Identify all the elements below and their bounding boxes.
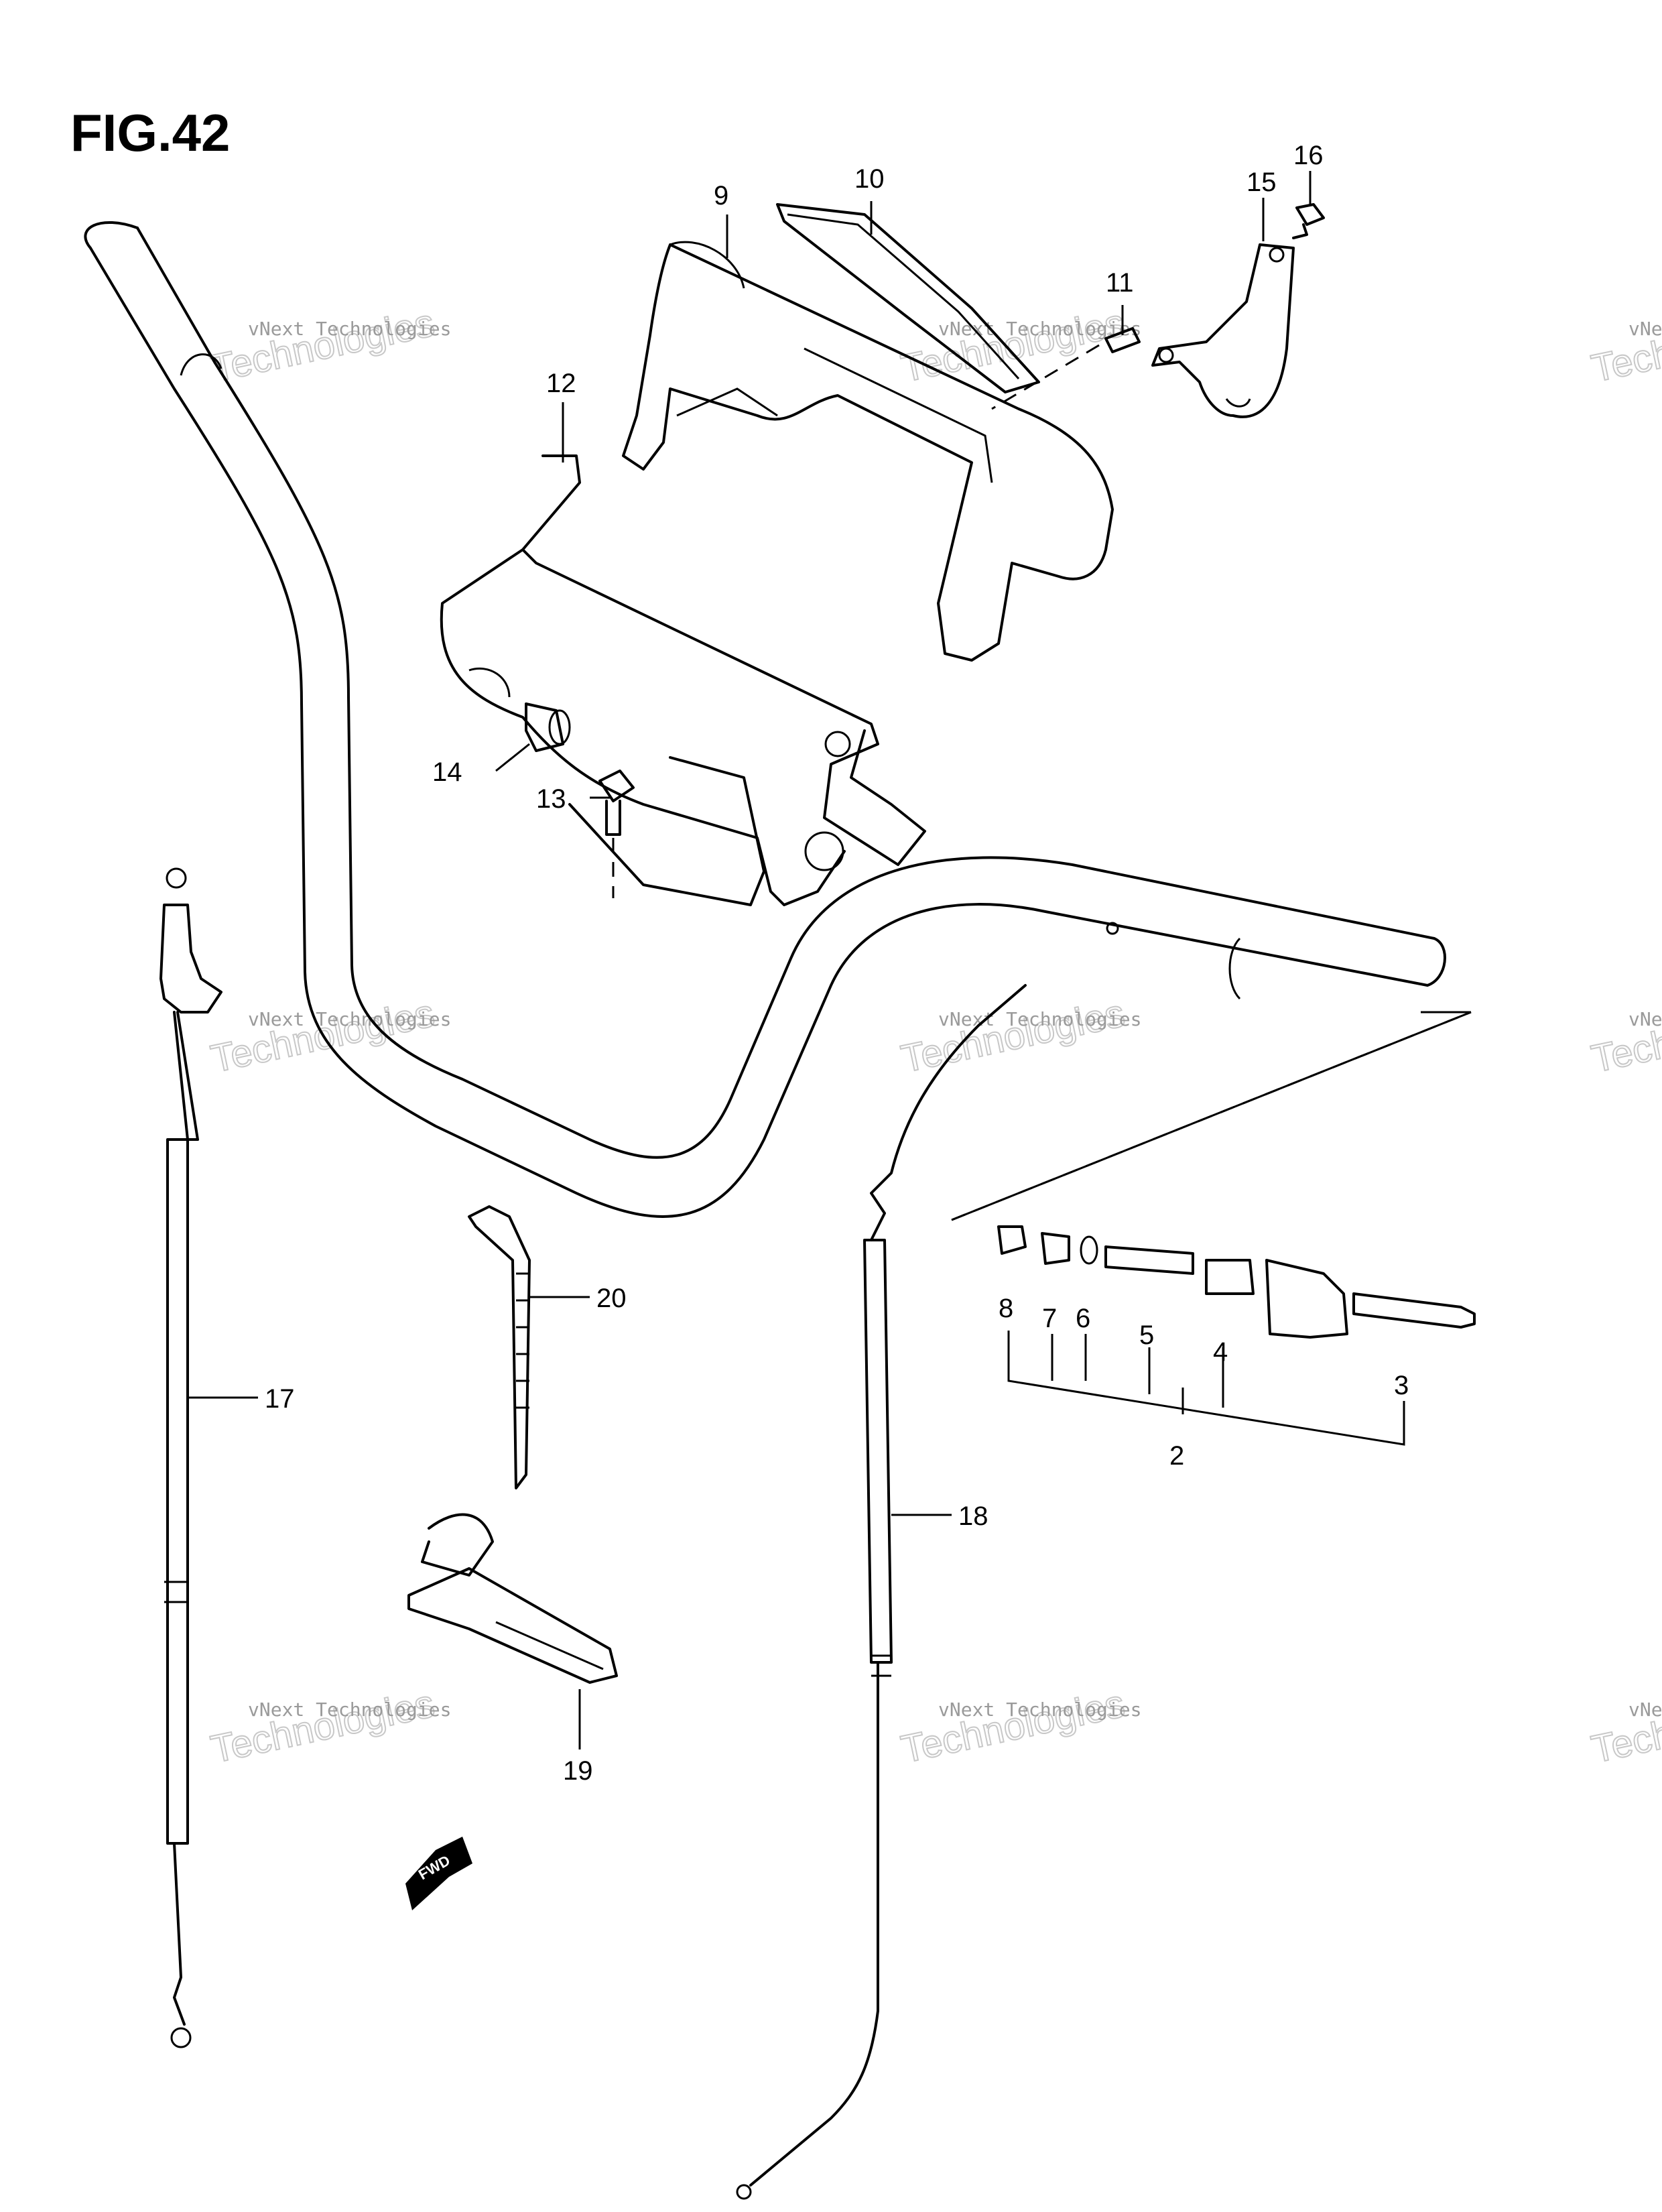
small-bracket xyxy=(1151,243,1295,418)
callout-11: 11 xyxy=(1106,268,1134,298)
watermark: Technologies vNext Technologies xyxy=(1587,1681,1662,1772)
handlebar xyxy=(84,221,1446,1218)
svg-text:Technologies: Technologies xyxy=(1588,991,1662,1081)
svg-text:vNext Technologies: vNext Technologies xyxy=(248,1699,451,1721)
svg-text:vNext Technologies: vNext Technologies xyxy=(1628,1008,1662,1030)
callout-19: 19 xyxy=(563,1756,593,1786)
small-bolt xyxy=(1292,203,1325,239)
watermark: Technologies vNext Technologies xyxy=(897,1681,1141,1772)
cable-left xyxy=(159,867,222,2048)
cable-right xyxy=(736,984,1027,2200)
mount-bracket xyxy=(440,454,926,906)
watermark: Technologies vNext Technologies xyxy=(897,991,1141,1082)
svg-text:vNext Technologies: vNext Technologies xyxy=(1628,318,1662,340)
callout-4: 4 xyxy=(1213,1337,1228,1367)
watermark: Technologies vNext Technologies xyxy=(206,1681,451,1772)
svg-text:Technologies: Technologies xyxy=(1588,301,1662,391)
bar-end-sleeve xyxy=(1104,1245,1194,1275)
svg-text:vNext Technologies: vNext Technologies xyxy=(938,1699,1141,1721)
callout-5: 5 xyxy=(1139,1320,1154,1350)
callout-2: 2 xyxy=(1169,1441,1184,1471)
bar-end-nut xyxy=(997,1225,1027,1255)
watermark: Technologies vNext Technologies xyxy=(206,300,451,391)
callout-6: 6 xyxy=(1076,1304,1090,1333)
zip-tie xyxy=(468,1205,531,1489)
callout-20: 20 xyxy=(596,1284,627,1313)
callout-15: 15 xyxy=(1246,168,1277,197)
callout-14: 14 xyxy=(432,757,462,787)
bar-end-washer xyxy=(1080,1235,1098,1265)
callout-12: 12 xyxy=(546,369,576,398)
callout-17: 17 xyxy=(265,1384,295,1414)
figure-title: FIG.42 xyxy=(70,103,230,162)
svg-text:vNext Technologies: vNext Technologies xyxy=(1628,1699,1662,1721)
svg-text:vNext Technologies: vNext Technologies xyxy=(938,318,1141,340)
callout-9: 9 xyxy=(714,181,728,210)
cover-panel xyxy=(776,203,1040,393)
bolt xyxy=(598,770,635,898)
callout-3: 3 xyxy=(1394,1371,1409,1400)
screw xyxy=(991,327,1141,410)
bar-end-weight xyxy=(1265,1259,1348,1339)
cable-clamp xyxy=(407,1513,618,1749)
callout-16: 16 xyxy=(1293,141,1324,170)
bar-end-rubber xyxy=(1205,1259,1255,1295)
callouts: 2 3 4 5 6 7 8 9 10 11 12 13 14 15 16 17 … xyxy=(265,141,1409,1786)
leader-lines xyxy=(188,171,1312,1516)
spacer xyxy=(525,702,571,752)
watermark: Technologies vNext Technologies xyxy=(1587,300,1662,391)
bar-end-screw xyxy=(1352,1292,1476,1329)
watermark: Technologies vNext Technologies xyxy=(1587,991,1662,1082)
callout-10: 10 xyxy=(854,164,885,194)
svg-text:vNext Technologies: vNext Technologies xyxy=(938,1008,1141,1030)
bar-end-collar xyxy=(1041,1232,1070,1265)
svg-text:vNext Technologies: vNext Technologies xyxy=(248,1008,451,1030)
svg-text:Technologies: Technologies xyxy=(207,301,438,391)
watermark: Technologies vNext Technologies xyxy=(206,991,451,1082)
svg-text:Technologies: Technologies xyxy=(1588,1682,1662,1772)
callout-13: 13 xyxy=(536,784,566,814)
svg-text:Technologies: Technologies xyxy=(207,1682,438,1772)
svg-text:Technologies: Technologies xyxy=(897,301,1129,391)
callout-7: 7 xyxy=(1042,1304,1057,1333)
watermark: Technologies vNext Technologies xyxy=(897,300,1141,391)
callout-18: 18 xyxy=(958,1501,988,1531)
svg-text:vNext Technologies: vNext Technologies xyxy=(248,318,451,340)
fwd-arrow: FWD xyxy=(405,1837,472,1910)
svg-text:Technologies: Technologies xyxy=(897,1682,1129,1772)
svg-text:Technologies: Technologies xyxy=(897,991,1129,1081)
callout-8: 8 xyxy=(999,1294,1013,1323)
bar-end-assembly xyxy=(951,1011,1476,1446)
meter-cover xyxy=(622,241,1114,662)
